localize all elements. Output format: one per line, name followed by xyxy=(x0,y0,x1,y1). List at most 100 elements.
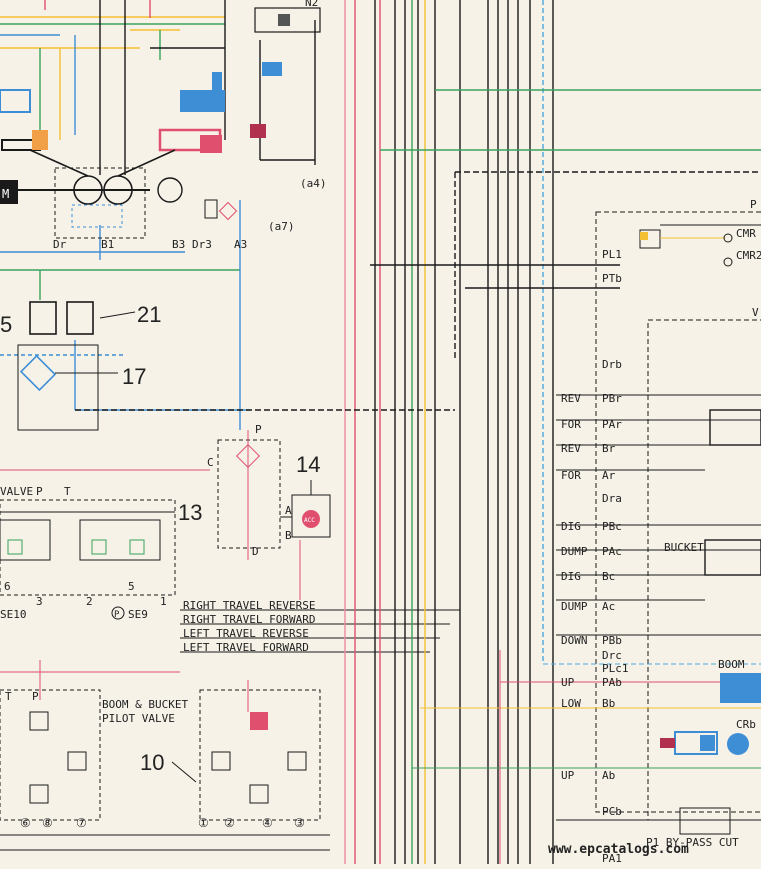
label-bypass: P1 BY-PASS CUT xyxy=(646,836,739,849)
right-misc-labels: CMR CMR2 BUCKET BOOM CRb P1 BY-PASS CUT … xyxy=(646,198,761,849)
port-a4: (a4) xyxy=(300,177,327,190)
label-v: V xyxy=(752,306,759,319)
valve14-d: D xyxy=(252,545,259,558)
right-label-right-4: PAr xyxy=(602,418,622,431)
right-label-right-12: PBb xyxy=(602,634,622,647)
num-17: 17 xyxy=(122,364,146,389)
circ-right-1: ② xyxy=(224,816,235,830)
right-label-right-0: PL1 xyxy=(602,248,622,261)
num-14: 14 xyxy=(296,452,320,477)
right-label-left-16: LOW xyxy=(561,697,581,710)
right-label-right-17: Ab xyxy=(602,769,615,782)
circ-left-0: ⑥ xyxy=(20,816,31,830)
right-label-left-12: DOWN xyxy=(561,634,588,647)
p-circle: P xyxy=(114,610,120,620)
right-label-right-6: Ar xyxy=(602,469,616,482)
right-label-right-1: PTb xyxy=(602,272,622,285)
label-n2: N2 xyxy=(305,0,318,9)
port-b1: B1 xyxy=(101,238,114,251)
control-valve-enclosure xyxy=(412,211,761,864)
right-label-right-11: Ac xyxy=(602,600,615,613)
right-label-left-15: UP xyxy=(561,676,575,689)
right-label-left-17: UP xyxy=(561,769,575,782)
travel-line-3: LEFT TRAVEL FORWARD xyxy=(183,641,309,654)
sub-3: 3 xyxy=(36,595,43,608)
pilot-title-2: PILOT VALVE xyxy=(102,712,175,725)
pilot-p: P xyxy=(32,690,39,703)
circ-right-0: ① xyxy=(198,816,209,830)
right-label-right-13: Drc xyxy=(602,649,622,662)
label-boom: BOOM xyxy=(718,658,745,671)
filter-block: 21 17 5 xyxy=(0,301,161,431)
acc-badge: ACC xyxy=(304,517,315,524)
right-label-right-7: Dra xyxy=(602,492,622,505)
right-label-left-10: DIG xyxy=(561,570,581,583)
right-label-right-2: Drb xyxy=(602,358,622,371)
right-label-right-9: PAc xyxy=(602,545,622,558)
port-dr3: Dr3 xyxy=(192,238,212,251)
port-a7: (a7) xyxy=(268,220,295,233)
label-p-right: P xyxy=(750,198,757,211)
circ-right-2: ④ xyxy=(262,816,273,830)
right-label-left-4: FOR xyxy=(561,418,581,431)
se9: SE9 xyxy=(128,608,148,621)
right-label-left-5: REV xyxy=(561,442,581,455)
port-b3: B3 xyxy=(172,238,185,251)
motor-m: M xyxy=(2,187,9,201)
right-label-left-11: DUMP xyxy=(561,600,588,613)
top-left-lines xyxy=(0,0,316,430)
num-5-left: 5 xyxy=(0,312,12,337)
valve14-b: B xyxy=(285,529,292,542)
top-left-actuators: N2 xyxy=(0,0,321,153)
right-label-right-16: Bb xyxy=(602,697,615,710)
valve14-a: A xyxy=(285,504,292,517)
sub-5: 5 xyxy=(128,580,135,593)
travel-pilot-block: VALVE P T 6 3 2 5 1 SE10 P SE9 xyxy=(0,485,176,621)
right-label-left-8: DIG xyxy=(561,520,581,533)
right-label-right-18: PCb xyxy=(602,805,622,818)
sub-2: 2 xyxy=(86,595,93,608)
sub-6: 6 xyxy=(4,580,11,593)
right-label-right-8: PBc xyxy=(602,520,622,533)
pump-group: M Dr B1 B3 Dr3 A3 (a4) (a7) xyxy=(0,149,327,251)
valve14-c: C xyxy=(207,456,214,469)
right-label-right-14: PLc1 xyxy=(602,662,629,675)
pilot-t: T xyxy=(5,690,12,703)
right-label-left-3: REV xyxy=(561,392,581,405)
travel-lines: RIGHT TRAVEL REVERSE RIGHT TRAVEL FORWAR… xyxy=(180,599,460,654)
sub-1: 1 xyxy=(160,595,167,608)
travel-valve-label: VALVE xyxy=(0,485,33,498)
circ-right-3: ③ xyxy=(294,816,305,830)
right-label-right-10: Bc xyxy=(602,570,615,583)
circ-left-1: ⑧ xyxy=(42,816,53,830)
right-label-right-15: PAb xyxy=(602,676,622,689)
num-21: 21 xyxy=(137,302,161,327)
travel-line-1: RIGHT TRAVEL FORWARD xyxy=(183,613,315,626)
circ-left-2: ⑦ xyxy=(76,816,87,830)
right-label-left-6: FOR xyxy=(561,469,581,482)
travel-line-0: RIGHT TRAVEL REVERSE xyxy=(183,599,315,612)
se10: SE10 xyxy=(0,608,27,621)
travel-t: T xyxy=(64,485,71,498)
valve-13-14: ACC 14 13 P C A B D xyxy=(0,423,331,600)
port-dr: Dr xyxy=(53,238,67,251)
pilot-title-1: BOOM & BUCKET xyxy=(102,698,188,711)
right-label-right-3: PBr xyxy=(602,392,622,405)
port-a3: A3 xyxy=(234,238,247,251)
travel-line-2: LEFT TRAVEL REVERSE xyxy=(183,627,309,640)
label-bucket: BUCKET xyxy=(664,541,704,554)
right-label-right-5: Br xyxy=(602,442,616,455)
num-13: 13 xyxy=(178,500,202,525)
label-cmr2: CMR2 xyxy=(736,249,761,262)
right-label-right-19: PA1 xyxy=(602,852,622,864)
travel-p: P xyxy=(36,485,43,498)
valve14-p: P xyxy=(255,423,262,436)
label-cmr: CMR xyxy=(736,227,756,240)
pilot-valve: T P BOOM & BUCKET PILOT VALVE 10 ⑥ ⑧ ⑦ ①… xyxy=(0,660,330,851)
watermark: www.epcatalogs.com xyxy=(548,842,689,857)
num-10: 10 xyxy=(140,750,164,775)
